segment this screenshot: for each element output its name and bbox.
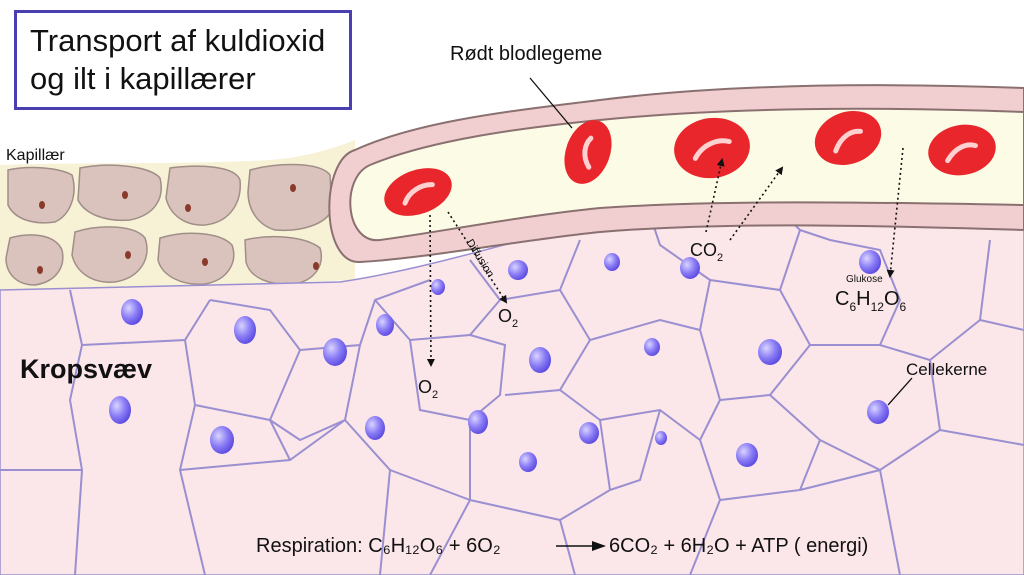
red-blood-cell-4 — [814, 110, 882, 166]
tissue-nuclei — [109, 250, 889, 472]
red-blood-cells — [384, 110, 996, 216]
label-capillary: Kapillær — [6, 147, 65, 164]
o2-arrow-down — [426, 214, 435, 367]
title-line-1: Transport af kuldioxid — [30, 23, 326, 58]
title-box: Transport af kuldioxid og ilt i kapillær… — [14, 10, 352, 110]
nucleus-leader-line — [887, 377, 913, 406]
label-red-blood-cell: Rødt blodlegeme — [450, 43, 602, 65]
glucose-arrow — [886, 147, 904, 278]
co2-arrow-1 — [705, 158, 725, 233]
rbc-leader-line — [529, 77, 573, 129]
equation-prefix: Respiration: — [256, 535, 368, 557]
label-body-tissue: Kropsvæv — [20, 354, 152, 384]
equation-left: C₆H₁₂O₆ + 6O₂ — [368, 535, 500, 557]
label-cell-nucleus: Cellekerne — [906, 360, 987, 379]
label-glucose: Glukose — [846, 274, 883, 285]
red-blood-cell-1 — [384, 168, 452, 216]
label-glucose-formula: C6H12O6 — [835, 288, 907, 314]
label-co2: CO2 — [690, 240, 723, 264]
title-line-2: og ilt i kapillærer — [30, 61, 256, 96]
diffusion-arrows — [426, 147, 904, 367]
left-tissue-nuclei — [37, 184, 319, 274]
svg-text:C6H12O6: C6H12O6 — [835, 288, 907, 314]
svg-text:O2: O2 — [418, 377, 438, 401]
respiration-equation: Respiration: C₆H₁₂O₆ + 6O₂ 6CO₂ + 6H₂O +… — [256, 535, 868, 557]
tissue-cell-walls — [0, 209, 1024, 575]
label-o2-lower: O2 — [418, 377, 438, 401]
svg-text:CO2: CO2 — [690, 240, 723, 264]
svg-text:O2: O2 — [498, 306, 518, 330]
red-blood-cell-2 — [564, 120, 612, 184]
red-blood-cell-5 — [928, 124, 996, 176]
left-tissue-cells — [5, 163, 333, 286]
red-blood-cell-3 — [674, 117, 750, 179]
equation-right: 6CO₂ + 6H₂O + ATP ( energi) — [609, 535, 868, 557]
label-o2-diffusion: O2 — [498, 306, 518, 330]
svg-text:Respiration: C₆H₁₂O₆ + 6O₂: Respiration: C₆H₁₂O₆ + 6O₂ — [256, 535, 501, 557]
